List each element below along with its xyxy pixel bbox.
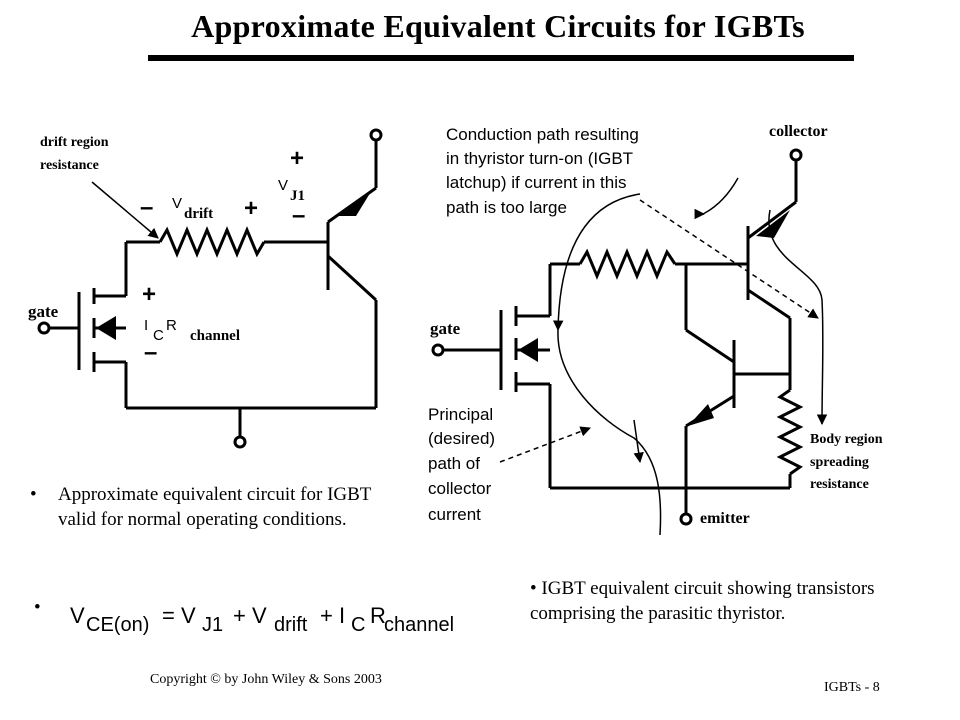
eq-sub-ceon: CE(on) <box>86 614 149 636</box>
vdrift-plus: + <box>244 195 258 222</box>
footer-page-number: IGBTs - 8 <box>824 680 880 695</box>
vj1-v: V <box>278 177 288 194</box>
npn-collector-diagonal <box>685 328 735 364</box>
left-gate-terminal <box>37 321 51 335</box>
eq-plus-v: + V <box>233 603 267 628</box>
vdrift-minus: – <box>140 194 153 221</box>
conduction-arrow-top <box>694 177 739 220</box>
eq-plus-i: + I <box>320 603 345 628</box>
ic-r: R <box>166 317 177 334</box>
pnp-emitter-arrow <box>756 210 790 238</box>
right-bullet-text: • IGBT equivalent circuit showing transi… <box>530 578 875 624</box>
bjt-emitter-diagonal <box>326 254 378 302</box>
right-mosfet-body-arrow <box>518 338 538 362</box>
principal-label-line3: path of <box>428 454 480 473</box>
bjt-collector-arrow <box>338 190 372 216</box>
body-label-line1: Body region <box>810 432 883 447</box>
right-collector-terminal <box>789 148 803 162</box>
principal-label-line5: current <box>428 505 481 524</box>
eq-r: R <box>370 603 386 628</box>
conduction-label-line1: Conduction path resulting <box>446 125 639 144</box>
principal-current-path-lower <box>557 329 662 536</box>
right-gate-label: gate <box>430 319 461 338</box>
vdrift-sub: drift <box>184 206 213 222</box>
ic-plus: + <box>142 281 156 308</box>
vj1-plus: + <box>290 145 304 172</box>
conduction-label-line2: in thyristor turn-on (IGBT <box>446 149 633 168</box>
eq-equals-v: = V <box>162 603 196 628</box>
equation-bullet-dot: • <box>34 597 41 618</box>
top-resistor <box>578 248 677 280</box>
left-gate-label: gate <box>28 302 59 321</box>
eq-sub-j1: J1 <box>202 614 223 636</box>
title-underline <box>148 55 854 61</box>
pnp-collector-diagonal <box>747 288 791 320</box>
vdrift-v: V <box>172 195 182 212</box>
left-equivalent-circuit <box>37 128 383 449</box>
right-emitter-terminal <box>679 512 693 526</box>
emitter-label: emitter <box>700 510 750 527</box>
eq-v1: V <box>70 603 85 628</box>
latchup-current-path <box>768 209 828 426</box>
right-circuit-labels: Conduction path resulting in thyristor t… <box>428 123 883 527</box>
principal-label-line2: (desired) <box>428 429 495 448</box>
right-gate-terminal <box>431 343 445 357</box>
drift-label-line2: resistance <box>40 158 99 173</box>
principal-leader-dashed <box>499 426 591 463</box>
left-circuit-labels: drift region resistance – V drift + + V … <box>28 135 305 366</box>
body-region-resistor <box>776 388 804 476</box>
vce-equation: V CE(on) = V J1 + V drift + I C R channe… <box>70 603 454 636</box>
eq-sub-drift: drift <box>274 614 308 636</box>
conduction-leader-dashed <box>639 199 819 319</box>
principal-label-line4: collector <box>428 479 492 498</box>
conduction-label-line4: path is too large <box>446 198 567 217</box>
drift-label-line1: drift region <box>40 135 109 150</box>
left-emitter-terminal <box>233 435 247 449</box>
footer-copyright: Copyright © by John Wiley & Sons 2003 <box>150 672 382 687</box>
page-title: Approximate Equivalent Circuits for IGBT… <box>191 8 805 44</box>
left-bullet-text: Approximate equivalent circuit for IGBT … <box>58 484 372 530</box>
conduction-label-line3: latchup) if current in this <box>446 173 626 192</box>
eq-sub-c: C <box>351 614 365 636</box>
drift-label-arrow <box>91 181 159 239</box>
ic-c: C <box>153 327 164 344</box>
npn-emitter-arrow <box>688 404 714 426</box>
ic-i: I <box>144 317 148 334</box>
collector-label: collector <box>769 123 828 140</box>
drift-resistor <box>158 226 266 258</box>
left-collector-terminal <box>369 128 383 142</box>
pnp-emitter-diagonal <box>747 200 797 240</box>
principal-current-path-upper <box>552 193 641 332</box>
left-bullet-dot: • <box>30 484 37 505</box>
principal-label-line1: Principal <box>428 405 493 424</box>
body-label-line2: spreading <box>810 455 869 470</box>
eq-sub-channel: channel <box>384 614 454 636</box>
vj1-minus: – <box>292 202 305 229</box>
ic-minus: – <box>144 339 157 366</box>
vj1-sub: J1 <box>290 188 305 204</box>
mosfet-body-arrow <box>96 316 116 340</box>
body-label-line3: resistance <box>810 477 869 492</box>
ic-channel: channel <box>190 328 240 344</box>
principal-arrow-mid <box>633 419 644 464</box>
